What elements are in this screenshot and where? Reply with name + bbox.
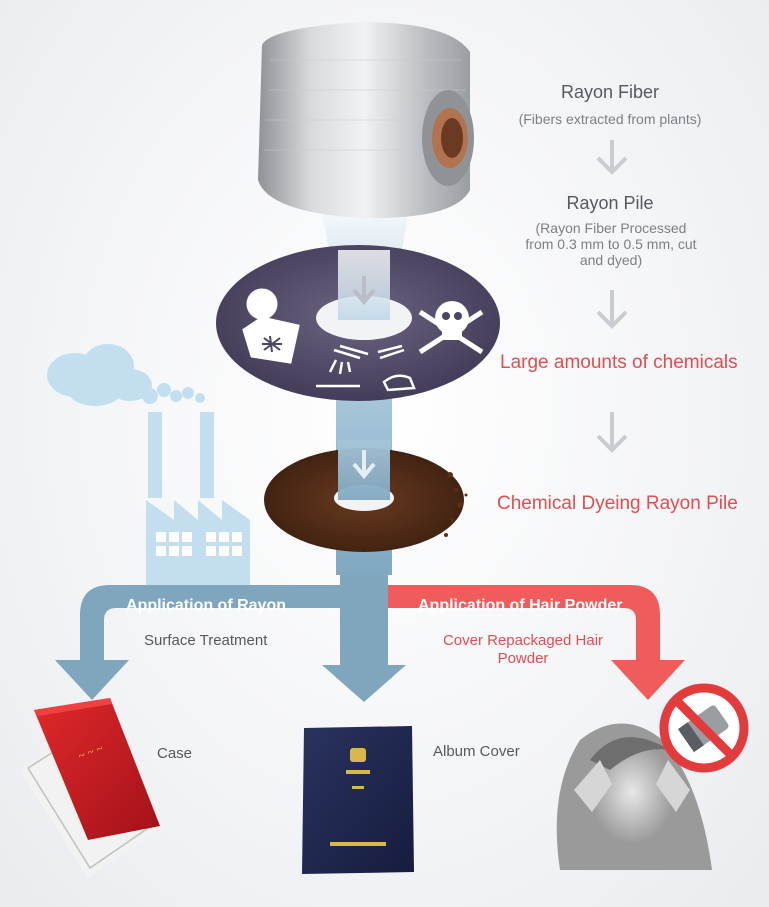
rayon-branch-arrow	[55, 585, 364, 700]
hair-branch-sublabel: Cover Repackaged Hair Powder	[442, 632, 604, 667]
hair-branch-arrow	[388, 585, 685, 700]
rayon-branch-sublabel: Surface Treatment	[144, 632, 268, 649]
rayon-pile-subtitle: (Rayon Fiber Processed from 0.3 mm to 0.…	[525, 220, 697, 268]
red-case-image: ~ ~ ~	[20, 698, 160, 878]
album-cover-image	[302, 726, 414, 874]
hair-branch-label: Application of Hair Powder	[418, 597, 623, 614]
step-arrow-1-icon	[596, 140, 628, 175]
chemicals-label: Large amounts of chemicals	[500, 352, 738, 373]
yarn-spool-icon	[258, 22, 474, 219]
rayon-fiber-subtitle: (Fibers extracted from plants)	[518, 111, 702, 127]
case-label: Case	[157, 745, 193, 762]
album-cover-label: Album Cover	[433, 743, 520, 760]
rayon-branch-label: Application of Rayon	[126, 597, 286, 614]
headache-woman-image	[556, 723, 712, 870]
rayon-pile-title: Rayon Pile	[566, 193, 654, 213]
dyeing-label: Chemical Dyeing Rayon Pile	[497, 493, 738, 514]
factory-icon	[47, 344, 250, 585]
factory-windows	[156, 532, 242, 556]
step-arrow-2-icon	[596, 290, 628, 329]
step-arrow-3-icon	[596, 412, 628, 453]
rayon-fiber-title: Rayon Fiber	[560, 82, 660, 102]
chemical-disc-icon	[216, 245, 500, 401]
dyed-pile-disc-icon	[264, 440, 468, 552]
prohibition-icon	[659, 683, 749, 773]
center-arrow	[322, 575, 406, 702]
